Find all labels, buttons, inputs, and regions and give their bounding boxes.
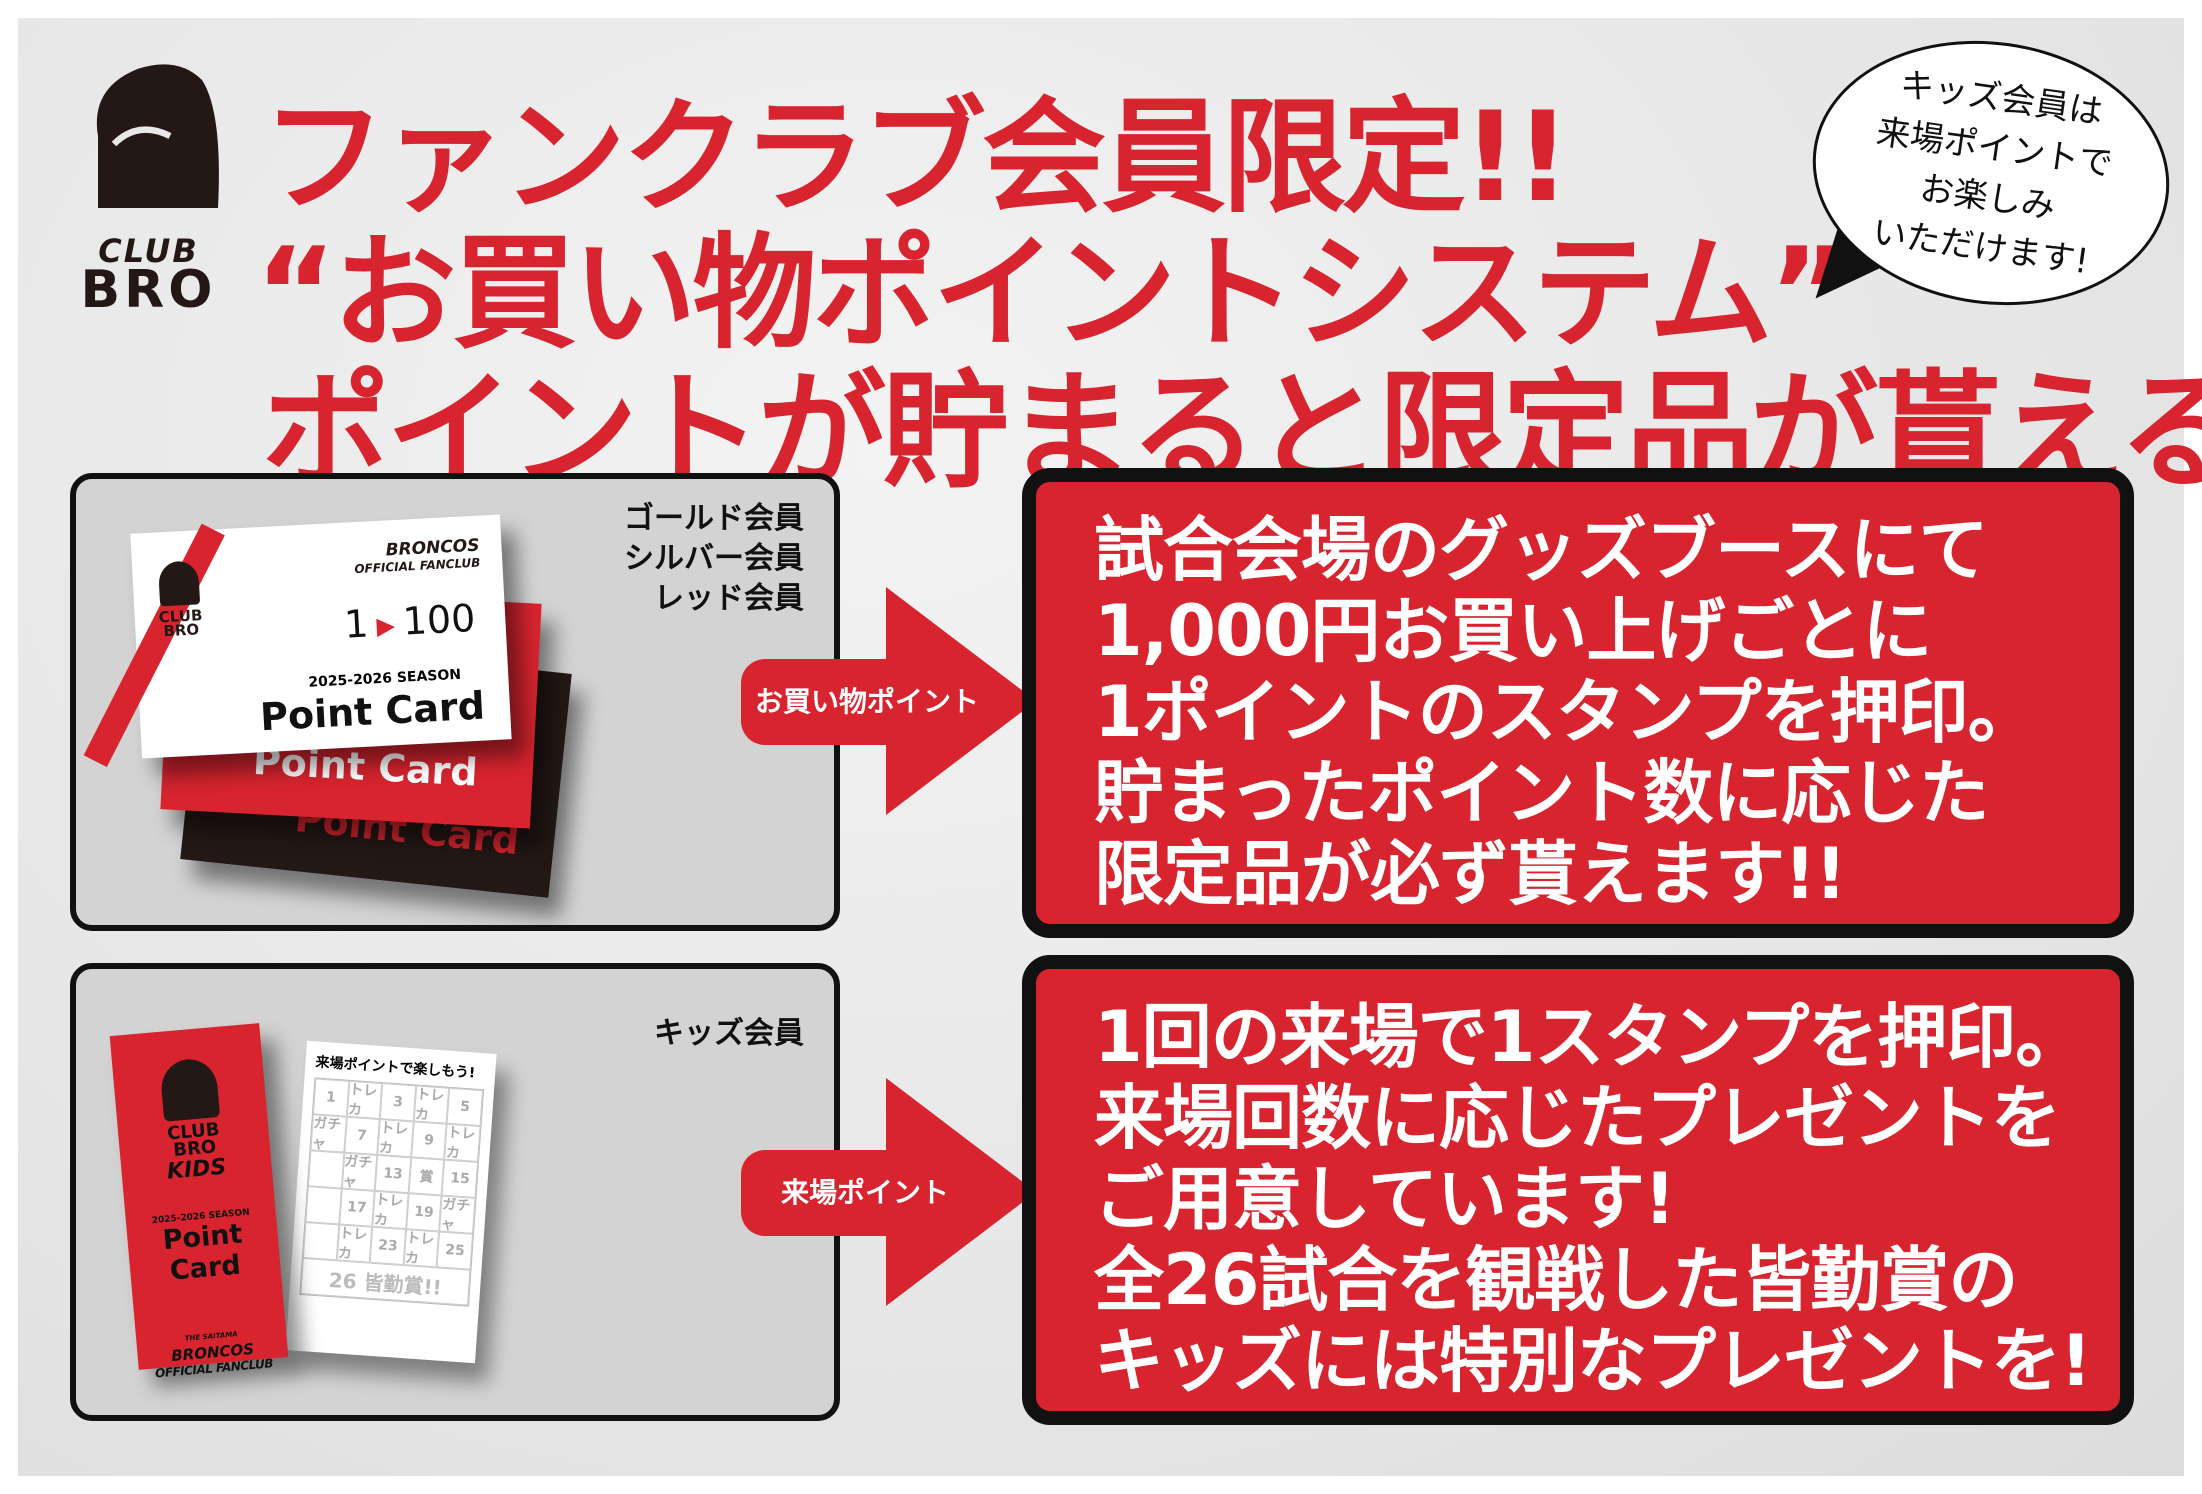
visit-point-description: 1回の来場で1スタンプを押印。 来場回数に応じたプレゼントを ご用意しています!… bbox=[1022, 955, 2134, 1425]
stamp-cell: ガチャ bbox=[341, 1152, 378, 1191]
stamp-cell: トレカ bbox=[413, 1085, 450, 1124]
stamp-cell: 17 bbox=[338, 1188, 375, 1227]
description-line: ご用意しています! bbox=[1094, 1158, 1676, 1240]
spartan-helmet-icon bbox=[159, 1057, 221, 1122]
spartan-helmet-icon bbox=[96, 64, 219, 208]
logo-club: CLUB bbox=[98, 232, 199, 270]
stamp-cell bbox=[307, 1150, 344, 1189]
stamp-cell bbox=[305, 1186, 342, 1225]
stamp-cell: ガチャ bbox=[310, 1114, 347, 1153]
tier-kids: キッズ会員 bbox=[654, 1016, 804, 1051]
stamp-cell: トレカ bbox=[403, 1229, 440, 1268]
description-line: 来場回数に応じたプレゼントを bbox=[1094, 1077, 2061, 1159]
tier-red: レッド会員 bbox=[654, 581, 804, 616]
description-line: 限定品が必ず貰えます!! bbox=[1094, 833, 1847, 915]
kids-point-card: CLUB BRO KIDS 2025-2026 SEASON Point Car… bbox=[109, 1023, 289, 1380]
stamp-cell: 15 bbox=[441, 1159, 478, 1198]
description-line: 1ポイントのスタンプを押印。 bbox=[1094, 671, 2038, 753]
stamp-cell: 19 bbox=[405, 1193, 442, 1232]
shopping-point-arrow: お買い物ポイント bbox=[741, 587, 1036, 815]
description-line: キッズには特別なプレゼントを! bbox=[1094, 1320, 2092, 1402]
description-line: 貯まったポイント数に応じた bbox=[1094, 752, 1989, 834]
stamp-cell: トレカ bbox=[336, 1224, 373, 1263]
stamp-cell: 23 bbox=[369, 1226, 406, 1266]
play-triangle-icon: ▶ bbox=[375, 610, 396, 640]
club-bro-logo: CLUB BRO bbox=[56, 56, 241, 316]
stamp-cell: トレカ bbox=[444, 1123, 481, 1162]
tier-gold: ゴールド会員 bbox=[624, 501, 804, 536]
stamp-cell: 賞 bbox=[408, 1157, 445, 1196]
card-title: Point Card bbox=[258, 683, 486, 740]
headline-line2: “お買い物ポイントシステム” bbox=[255, 222, 1850, 366]
stamp-cell: 3 bbox=[379, 1083, 416, 1122]
headline-line1: ファンクラブ会員限定!! bbox=[262, 86, 1571, 230]
tier-list: ゴールド会員 シルバー会員 レッド会員 bbox=[624, 499, 804, 619]
card-title: Point Card bbox=[161, 1218, 244, 1287]
tier-silver: シルバー会員 bbox=[624, 541, 804, 576]
stamp-cell: トレカ bbox=[377, 1119, 414, 1158]
description-line: 全26試合を観戦した皆勤賞の bbox=[1094, 1239, 2018, 1321]
card-stripe bbox=[83, 523, 225, 768]
description-line: 試合会場のグッズブースにて bbox=[1094, 509, 1989, 591]
arrow-label: お買い物ポイント bbox=[755, 685, 980, 718]
stamp-cell: 7 bbox=[343, 1116, 380, 1155]
stamp-cell: 25 bbox=[436, 1231, 473, 1270]
stamp-cell: 5 bbox=[446, 1087, 484, 1127]
logo-bro: BRO bbox=[80, 260, 217, 320]
arrow-label: 来場ポイント bbox=[781, 1176, 950, 1209]
stamp-cell: トレカ bbox=[372, 1190, 409, 1230]
stamp-cell: ガチャ bbox=[439, 1195, 476, 1234]
description-line: 1,000円お買い上げごとに bbox=[1094, 590, 1932, 672]
description-line: 1回の来場で1スタンプを押印。 bbox=[1094, 996, 2085, 1078]
stamp-cell: トレカ bbox=[346, 1080, 383, 1120]
stamp-cell: 13 bbox=[374, 1154, 411, 1194]
shopping-point-description: 試合会場のグッズブースにて 1,000円お買い上げごとに 1ポイントのスタンプを… bbox=[1022, 468, 2134, 938]
stamp-cell: 9 bbox=[410, 1121, 447, 1160]
stamp-cell: 1 bbox=[312, 1078, 349, 1117]
stamp-cell bbox=[302, 1222, 339, 1261]
adult-card-panel: ゴールド会員 シルバー会員 レッド会員 Point Card Point Car… bbox=[70, 473, 840, 931]
point-range: 1▶100 bbox=[343, 595, 477, 647]
visit-point-arrow: 来場ポイント bbox=[741, 1078, 1036, 1306]
